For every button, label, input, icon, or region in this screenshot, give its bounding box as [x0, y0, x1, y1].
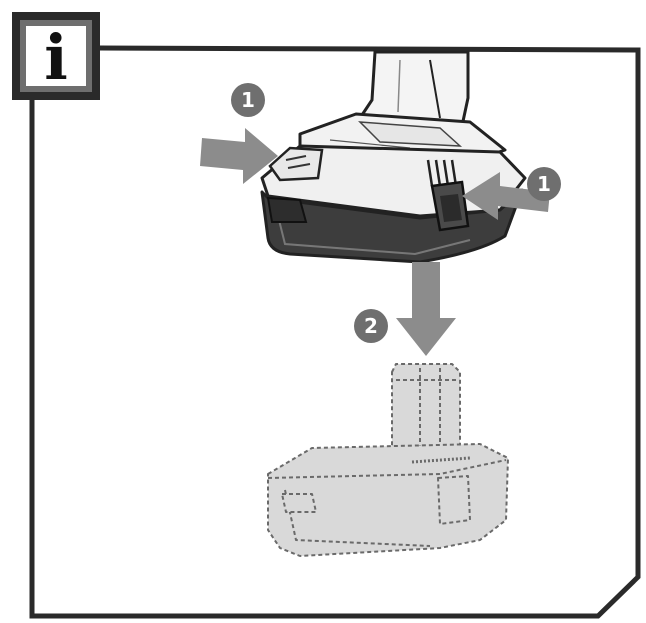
info-icon: i	[12, 12, 100, 100]
step-badge: 2	[354, 309, 388, 343]
press-arrow-icon	[462, 172, 550, 220]
battery-post	[391, 363, 461, 453]
release-button-left	[268, 146, 324, 182]
step-badge-label: 1	[537, 172, 551, 196]
press-arrow-icon	[200, 128, 278, 184]
info-badge-label: i	[44, 21, 68, 94]
pull-down-arrow-icon	[396, 262, 456, 356]
step-badge: 1	[527, 167, 561, 201]
removed-battery	[267, 363, 509, 557]
battery-clip-left	[266, 196, 308, 223]
step-badge-label: 1	[241, 88, 255, 112]
instruction-frame	[29, 45, 641, 619]
step-badge: 1	[231, 83, 265, 117]
battery-body	[267, 443, 509, 557]
step-badge-label: 2	[364, 314, 378, 338]
drill-tool	[260, 50, 527, 264]
